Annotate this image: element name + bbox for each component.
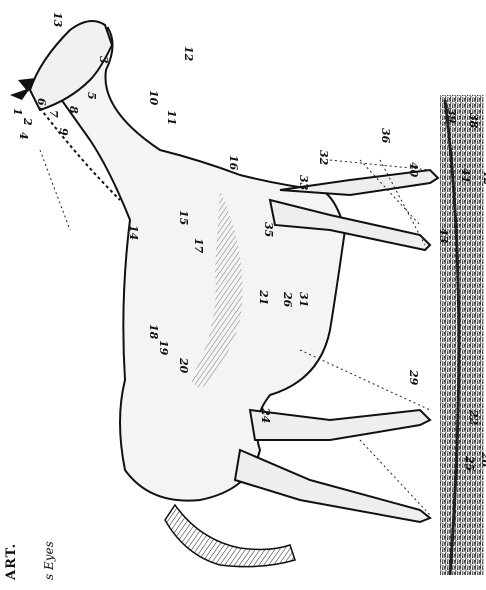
part-number-label: 22 [467, 409, 480, 426]
part-number-label: 4 [17, 132, 30, 140]
part-number-label: 31 [297, 292, 310, 307]
part-number-label: 6 [35, 98, 48, 106]
part-number-label: 39 [445, 108, 458, 124]
part-number-label: 14 [127, 225, 140, 240]
part-number-label: 41 [459, 168, 472, 183]
part-number-label: 40 [407, 162, 420, 178]
ground-grass [440, 95, 484, 575]
part-number-label: 42 [481, 170, 486, 186]
part-number-label: 13 [51, 12, 64, 28]
part-number-label: 19 [157, 340, 170, 356]
part-number-label: 16 [227, 155, 240, 171]
part-number-label: 36 [379, 128, 392, 144]
part-number-label: 18 [147, 324, 160, 340]
part-number-label: 12 [182, 46, 195, 62]
part-number-label: 35 [262, 222, 275, 237]
page-title-fragment: ART. [4, 520, 44, 580]
part-number-label: 3 [97, 56, 110, 64]
part-number-label: 8 [67, 106, 80, 114]
page-subtitle-fragment: s Eyes [42, 520, 62, 580]
part-number-label: 20 [177, 357, 190, 374]
part-number-label: 28 [479, 451, 486, 468]
hind-leg [235, 450, 430, 522]
horse-tail [165, 505, 295, 567]
part-number-label: 15 [177, 210, 190, 225]
part-number-label: 25 [463, 455, 476, 471]
part-number-label: 29 [407, 369, 420, 386]
part-number-label: 17 [192, 238, 205, 254]
part-number-label: 43 [437, 228, 450, 244]
part-number-label: 1 [11, 108, 24, 116]
part-number-label: 33 [297, 175, 310, 191]
part-number-label: 24 [259, 407, 272, 423]
part-number-label: 2 [21, 117, 34, 126]
part-number-label: 26 [281, 291, 294, 308]
part-number-label: 38 [467, 113, 480, 129]
part-number-label: 32 [317, 150, 330, 166]
part-number-label: 5 [85, 92, 98, 100]
part-number-label: 11 [165, 110, 178, 125]
hind-leg [250, 410, 430, 440]
part-number-label: 21 [257, 289, 270, 305]
part-number-label: 9 [57, 128, 70, 136]
part-number-label: 7 [47, 110, 60, 118]
part-number-label: 10 [147, 90, 160, 106]
